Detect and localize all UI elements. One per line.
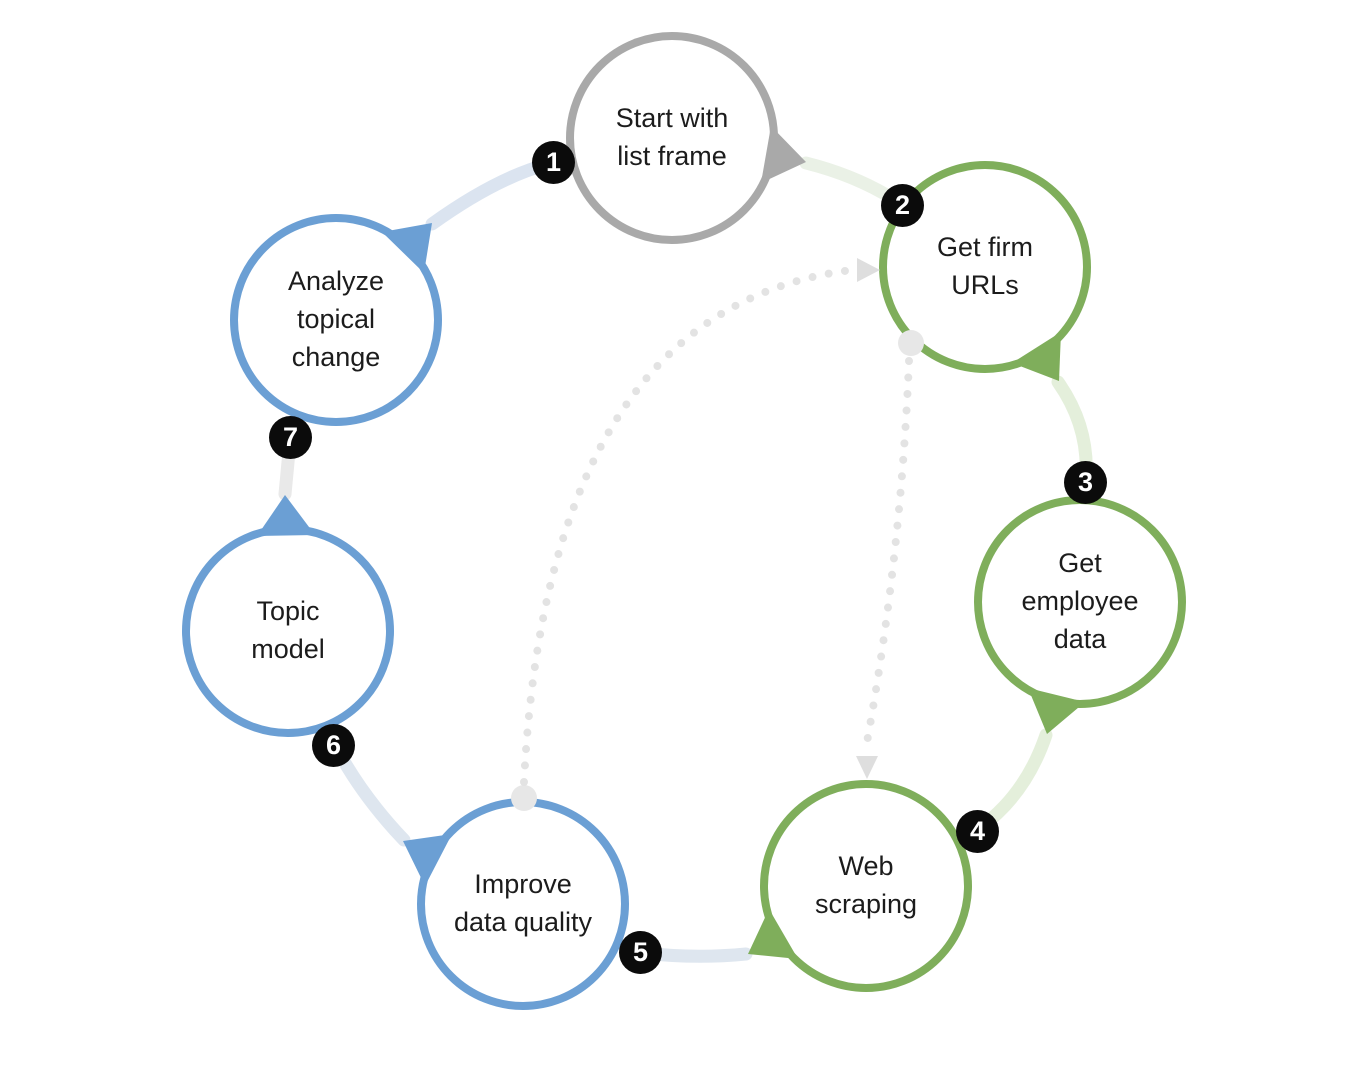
step-label-1: Start with list frame	[615, 103, 729, 171]
step-label-2: Get firm URLs	[936, 232, 1033, 300]
flow-arrow-tail-4	[748, 909, 798, 959]
step-label-3: Get employee data	[1021, 548, 1139, 654]
flow-arrow-tail-6	[257, 495, 315, 536]
flow-arrow-tail-5	[403, 834, 452, 886]
step-badge-5: 5	[619, 931, 662, 974]
step-badge-2: 2	[881, 184, 924, 227]
step-label-6: Topic model	[251, 596, 325, 664]
flow-arrow-tail-7	[382, 223, 432, 273]
dotted-arrowhead-into-4	[856, 756, 878, 779]
step-badge-1: 1	[532, 141, 575, 184]
step-node-get-employee-data: Get employee data	[974, 496, 1186, 708]
step-badge-7: 7	[269, 416, 312, 459]
dotted-arrow-origin-dot-5	[511, 785, 537, 811]
dotted-arrow-5-to-2	[520, 266, 856, 786]
flow-arrow-tail-1	[761, 126, 806, 183]
step-badge-3: 3	[1064, 461, 1107, 504]
step-badge-6: 6	[312, 724, 355, 767]
flow-arrow-tail-3	[1028, 688, 1085, 734]
step-badge-4: 4	[956, 810, 999, 853]
step-node-start-with-list-frame: Start with list frame	[566, 32, 778, 244]
step-label-5: Improve data quality	[453, 869, 593, 937]
flow-arrow-tail-2	[1012, 332, 1061, 381]
dotted-arrow-2-to-4	[863, 357, 913, 746]
dotted-arrow-origin-dot-2	[898, 330, 924, 356]
step-node-web-scraping: Web scraping	[760, 780, 972, 992]
step-node-improve-data-quality: Improve data quality	[417, 798, 629, 1010]
step-label-4: Web scraping	[814, 851, 918, 919]
dotted-arrowhead-into-2	[857, 258, 880, 282]
step-label-7: Analyze topical change	[287, 266, 385, 372]
